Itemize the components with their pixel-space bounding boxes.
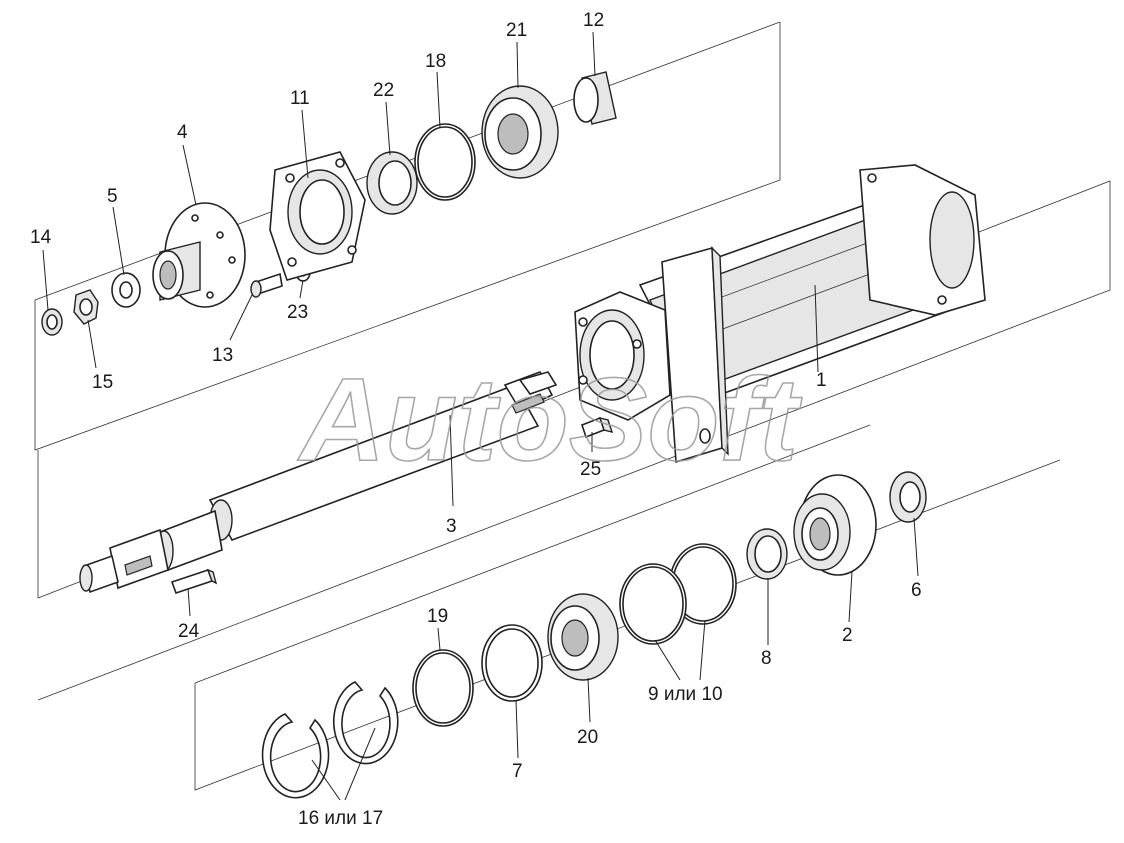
label-part-1: 1 — [816, 370, 827, 391]
label-part-5: 5 — [107, 186, 118, 207]
part-19-o-ring — [412, 649, 474, 727]
label-part-16-or-17: 16 или 17 — [298, 808, 383, 829]
part-22-seal — [366, 151, 418, 215]
label-part-7: 7 — [512, 761, 523, 782]
watermark: AutoSoft — [297, 354, 803, 486]
part-16-17-circlips — [261, 681, 399, 799]
leader-lines — [42, 31, 919, 801]
part-4-flange-hub — [152, 202, 246, 308]
part-2-flange — [793, 474, 877, 576]
label-part-8: 8 — [761, 648, 772, 669]
part-9-10-rings — [619, 543, 737, 645]
part-11-bearing-flange — [269, 151, 366, 281]
label-part-9-or-10: 9 или 10 — [648, 684, 723, 705]
label-part-19: 19 — [427, 606, 448, 627]
part-7-ring — [481, 624, 543, 702]
label-part-14: 14 — [30, 227, 52, 248]
label-part-2: 2 — [842, 625, 853, 646]
part-6-nut — [889, 471, 927, 523]
part-25-key — [581, 416, 614, 439]
part-20-bearing — [547, 593, 619, 681]
part-5-washer — [111, 272, 141, 308]
label-part-6: 6 — [911, 580, 922, 601]
label-part-15: 15 — [92, 372, 113, 393]
part-1-housing — [574, 164, 986, 464]
label-part-12: 12 — [583, 10, 604, 31]
middle-plane-frame — [37, 180, 1111, 701]
part-18-o-ring — [414, 123, 476, 201]
part-21-bearing — [481, 85, 559, 179]
label-part-13: 13 — [212, 345, 233, 366]
label-part-11: 11 — [290, 88, 310, 109]
part-24-key — [170, 568, 218, 595]
label-part-22: 22 — [373, 80, 394, 101]
part-13-bolt — [250, 272, 283, 298]
label-part-24: 24 — [178, 621, 200, 642]
part-3-shaft — [79, 371, 558, 594]
part-8-seal — [746, 528, 788, 580]
label-part-21: 21 — [506, 20, 527, 41]
label-part-25: 25 — [580, 459, 601, 480]
part-15-hex-nut — [73, 289, 99, 325]
label-part-23: 23 — [287, 302, 308, 323]
label-part-20: 20 — [577, 727, 598, 748]
part-14-nut — [41, 308, 63, 336]
part-12-sleeve — [573, 71, 617, 125]
label-part-3: 3 — [446, 516, 457, 537]
label-part-18: 18 — [425, 51, 446, 72]
label-part-4: 4 — [177, 122, 188, 143]
